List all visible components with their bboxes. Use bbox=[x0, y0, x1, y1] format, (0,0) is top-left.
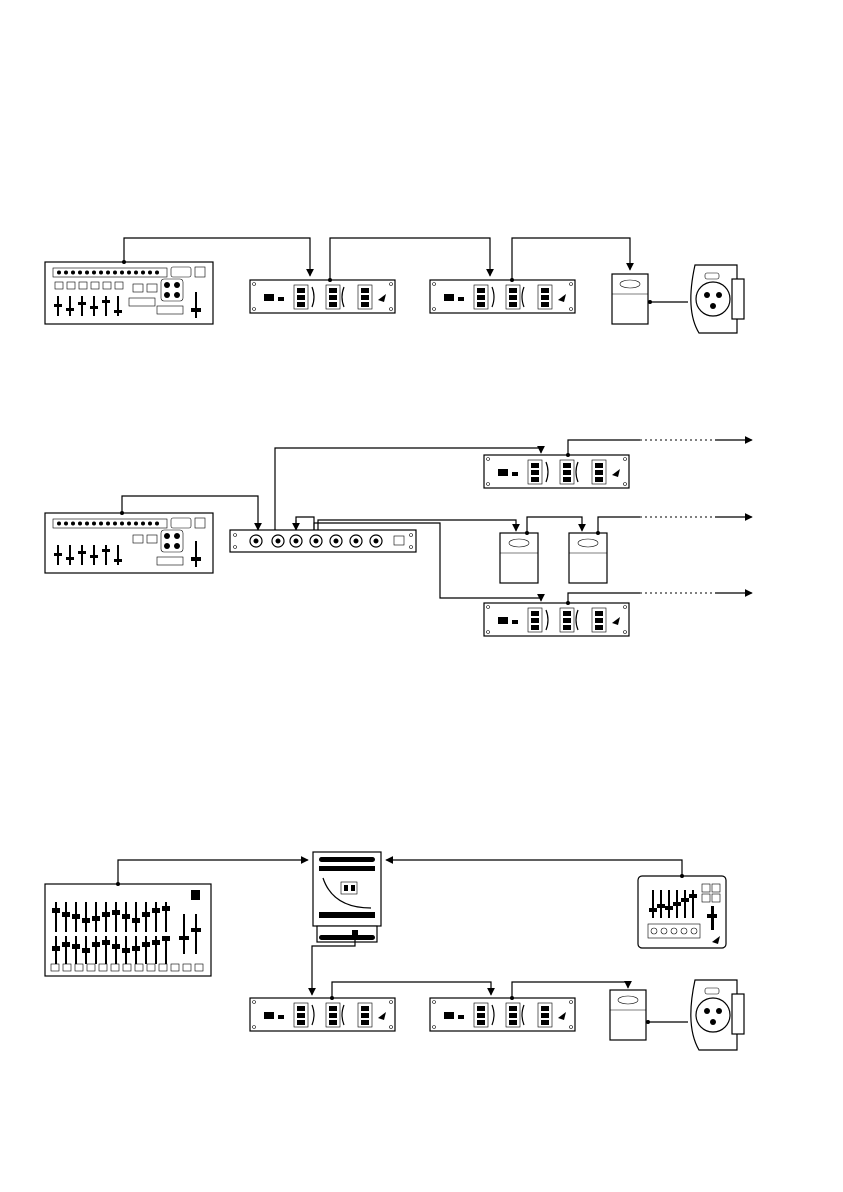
din-module-3 bbox=[313, 852, 381, 942]
dimmer-2b bbox=[484, 603, 629, 636]
section-3 bbox=[45, 852, 744, 1050]
dmx-cable bbox=[332, 982, 491, 998]
dmx-cable bbox=[330, 238, 490, 280]
dmx-cable bbox=[312, 936, 355, 995]
dmx-cable bbox=[118, 860, 308, 884]
dimmer-2a bbox=[484, 455, 629, 488]
fixture-3 bbox=[691, 980, 744, 1050]
section-1 bbox=[45, 238, 744, 333]
dimmer-3a bbox=[250, 998, 395, 1031]
box-2a bbox=[500, 533, 538, 583]
dimmer-1a bbox=[250, 280, 395, 313]
console-1 bbox=[45, 262, 213, 324]
dimmer-1b bbox=[430, 280, 575, 313]
console-2 bbox=[45, 513, 213, 573]
section-2 bbox=[45, 440, 752, 636]
fixture-1 bbox=[691, 265, 744, 333]
console-3 bbox=[45, 884, 211, 976]
dmx-cable bbox=[386, 860, 682, 876]
dimmer-3b bbox=[430, 998, 575, 1031]
dmx-cable bbox=[527, 517, 582, 533]
box-2b bbox=[569, 533, 607, 583]
box-1 bbox=[612, 274, 648, 324]
controller-3 bbox=[638, 876, 726, 948]
splitter-2 bbox=[230, 530, 416, 552]
dmx-cable bbox=[318, 520, 516, 531]
box-3 bbox=[610, 990, 646, 1040]
